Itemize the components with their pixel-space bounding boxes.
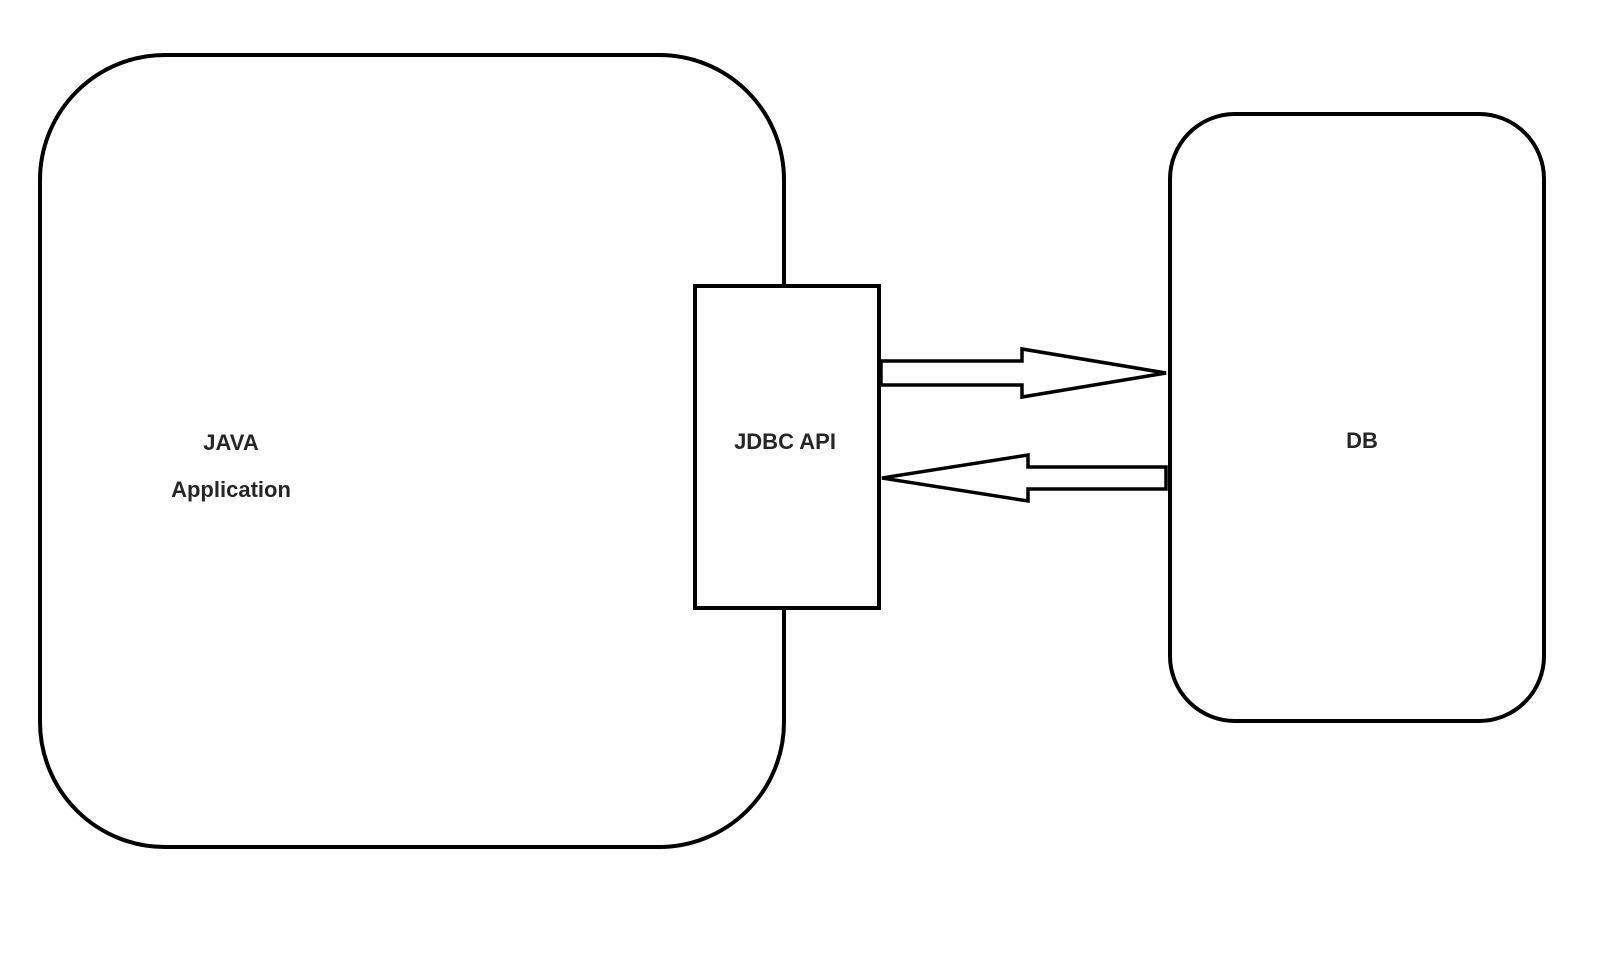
java-application-box xyxy=(38,53,786,849)
response-arrow xyxy=(881,452,1168,504)
jdbc-api-label: JDBC API xyxy=(734,429,836,454)
java-label-line2: Application xyxy=(171,477,291,502)
db-box xyxy=(1168,112,1546,723)
java-label-line1: JAVA xyxy=(203,430,259,455)
jdbc-api-box xyxy=(693,284,881,610)
request-arrow xyxy=(879,346,1167,400)
db-label: DB xyxy=(1346,428,1378,453)
